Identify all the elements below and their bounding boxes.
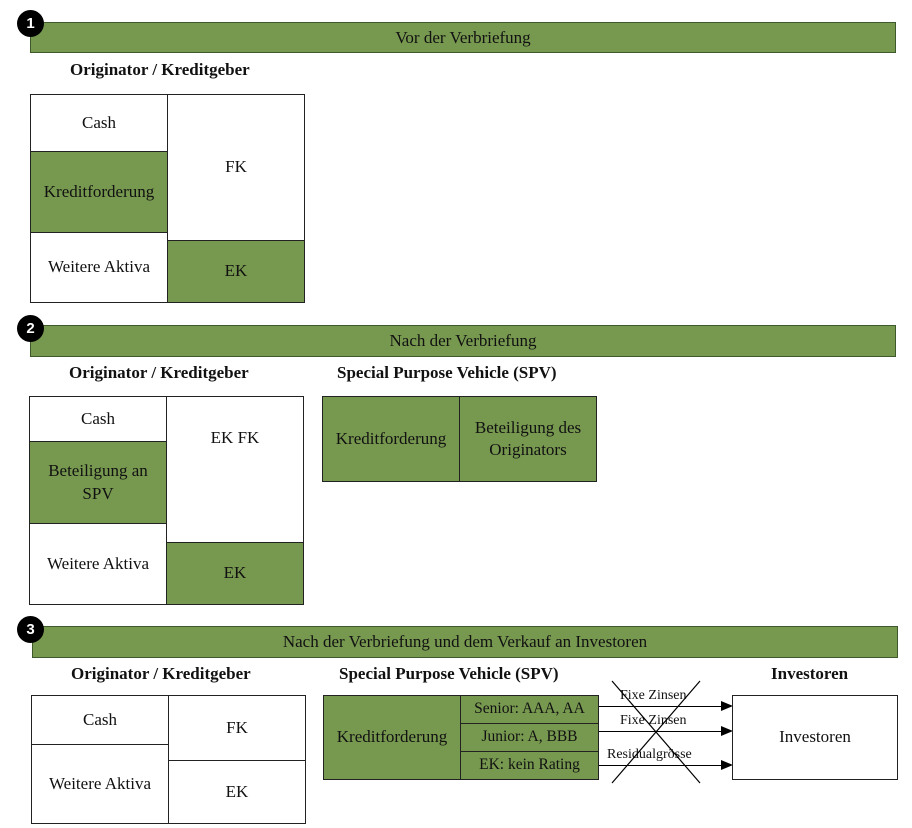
arrowhead-equity-icon: [721, 760, 733, 770]
liability-ek: EK: [168, 760, 306, 824]
spv-liability-beteiligung-des-originators: Beteiligung des Originators: [459, 396, 597, 482]
tranche-senior: Senior: AAA, AA: [460, 695, 599, 724]
spv-asset-kreditforderung: Kreditforderung: [323, 695, 461, 780]
spv-heading-3: Special Purpose Vehicle (SPV): [339, 664, 559, 683]
asset-cash: Cash: [29, 396, 167, 442]
asset-weitere-aktiva: Weitere Aktiva: [31, 744, 169, 824]
liability-ek-fk-label: EK FK: [210, 428, 260, 447]
investors-box: Investoren: [732, 695, 898, 780]
spv-asset-kreditforderung: Kreditforderung: [322, 396, 460, 482]
tranche-equity: EK: kein Rating: [460, 751, 599, 780]
arrowhead-senior-icon-2: [721, 701, 733, 711]
asset-kreditforderung: Kreditforderung: [30, 151, 168, 233]
liability-ek: EK: [166, 542, 304, 605]
originator-balance-sheet-3: Cash Weitere Aktiva FK EK: [31, 695, 306, 824]
cross-out-line-2-icon: [611, 680, 701, 784]
flow-label-junior: Fixe Zinsen: [620, 713, 687, 728]
spv-balance-sheet-3: Kreditforderung Senior: AAA, AA Junior: …: [323, 695, 599, 780]
spv-balance-sheet-2: Kreditforderung Beteiligung des Originat…: [322, 396, 597, 482]
flow-label-senior: Fixe Zinsen: [620, 688, 687, 703]
originator-heading-2: Originator / Kreditgeber: [69, 363, 249, 382]
arrowhead-junior-icon: [721, 726, 733, 736]
step-2-badge: 2: [17, 315, 44, 342]
spv-heading-2: Special Purpose Vehicle (SPV): [337, 363, 557, 382]
tranche-junior: Junior: A, BBB: [460, 723, 599, 752]
originator-heading-3: Originator / Kreditgeber: [71, 664, 251, 683]
liability-fk: FK: [168, 695, 306, 761]
asset-cash: Cash: [31, 695, 169, 745]
flow-arrow-senior: [599, 706, 721, 707]
section-1-banner: Vor der Verbriefung: [30, 22, 896, 53]
flow-label-equity: Residualgrösse: [607, 747, 692, 762]
originator-balance-sheet-1: Cash Kreditforderung Weitere Aktiva FK E…: [30, 94, 305, 303]
section-2-banner: Nach der Verbriefung: [30, 325, 896, 357]
liability-fk: FK: [167, 94, 305, 241]
asset-weitere-aktiva: Weitere Aktiva: [30, 232, 168, 303]
originator-heading-1: Originator / Kreditgeber: [70, 60, 250, 79]
liability-ek-fk: EK FK: [166, 396, 304, 543]
step-1-badge: 1: [17, 10, 44, 37]
asset-beteiligung-an-spv: Beteiligung an SPV: [29, 441, 167, 524]
flow-graphics: [611, 680, 733, 784]
section-3-banner: Nach der Verbriefung und dem Verkauf an …: [32, 626, 898, 658]
flow-arrow-equity: [599, 765, 721, 766]
asset-cash: Cash: [30, 94, 168, 152]
asset-weitere-aktiva: Weitere Aktiva: [29, 523, 167, 605]
flow-arrow-junior: [599, 731, 721, 732]
investors-heading: Investoren: [771, 664, 849, 683]
step-3-badge: 3: [17, 616, 44, 643]
originator-balance-sheet-2: Cash Beteiligung an SPV Weitere Aktiva E…: [29, 396, 304, 605]
liability-ek: EK: [167, 240, 305, 303]
